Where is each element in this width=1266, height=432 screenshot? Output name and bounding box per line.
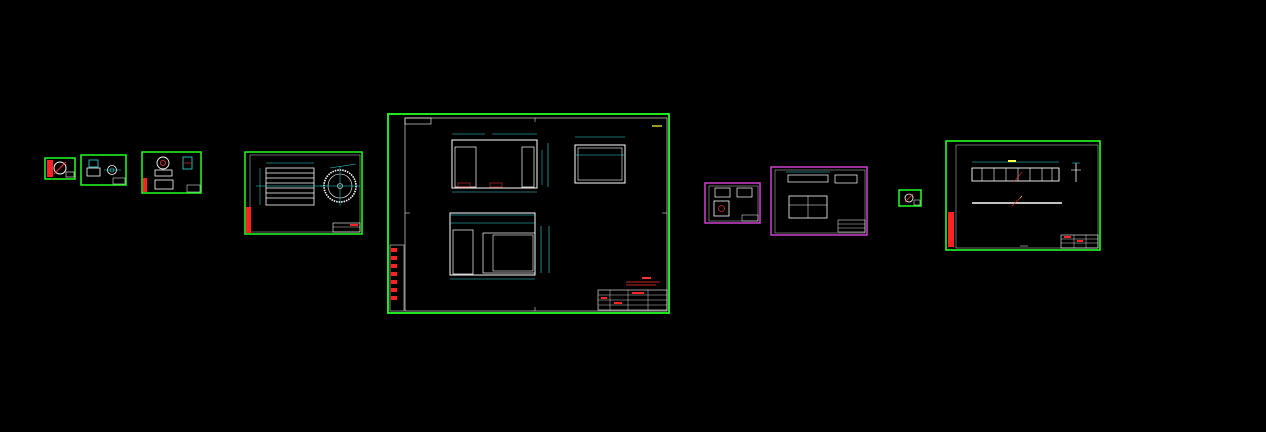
sheet-border [898,189,922,207]
bearing-base [154,169,173,177]
plate-view-c [713,200,730,217]
sheet-grinding-wheel[interactable] [244,151,363,235]
title-block [837,219,866,233]
title-block [741,214,759,222]
wheel-drum-side-view [256,162,324,206]
sheet-bearing-seat[interactable] [141,151,202,194]
plate-hole [718,205,725,212]
bearing-top-view [154,179,174,190]
flange-circle [53,161,67,175]
sheet-border [44,157,76,180]
plate-view-b [736,187,753,198]
title-strip [143,178,147,192]
inner-border [774,169,866,234]
sheet-plate-detail[interactable] [704,182,761,224]
sheet-long-shaft[interactable] [945,140,1101,251]
sheet-border [770,166,868,236]
rail-top-view [787,174,829,183]
sheet-small-flange[interactable] [44,157,76,180]
shaft-section-view [972,195,1062,207]
section-line [904,193,914,203]
wheel-front-view [320,163,360,206]
part-circle [904,193,914,203]
title-block [65,171,75,178]
title-strip [948,212,954,247]
sheet-border [704,182,761,224]
inner-border [708,185,759,222]
technical-notes [626,277,660,286]
sheet-border [141,151,202,194]
title-block-mark [350,224,358,226]
sheet-border [244,151,363,235]
rail-end-view [834,174,858,184]
frame-side-view [574,136,626,184]
sheet-guide-rail-detail[interactable] [770,166,868,236]
title-block [597,289,668,311]
inner-border [249,154,361,233]
sheet-border [387,113,670,314]
bearing-bore [160,160,166,166]
frame-top-view [449,212,550,280]
sheet-border [945,140,1101,251]
title-block [112,177,126,185]
title-block [332,222,361,233]
revision-strip [389,244,405,312]
section-line [53,161,67,175]
title-strip [246,207,251,233]
drawing-number-box [404,117,432,125]
bracket-front-view [86,167,101,177]
bearing-circle [156,156,170,170]
sheet-main-frame[interactable] [387,113,670,314]
bracket-top-view [88,159,99,168]
title-block [913,199,921,206]
sheet-tiny-part[interactable] [898,189,922,207]
sheet-bracket[interactable] [80,154,127,186]
sheet-border [80,154,127,186]
inner-border [404,117,668,312]
frame-front-view [451,133,549,193]
title-block [186,184,201,193]
border-ticks [405,118,667,311]
title-block [1060,234,1099,249]
title-strip [47,160,53,177]
shaft-end-view [1071,162,1081,182]
plate-view-a [714,187,731,198]
inner-border [955,144,1099,249]
shaft-front-view [971,160,1060,183]
